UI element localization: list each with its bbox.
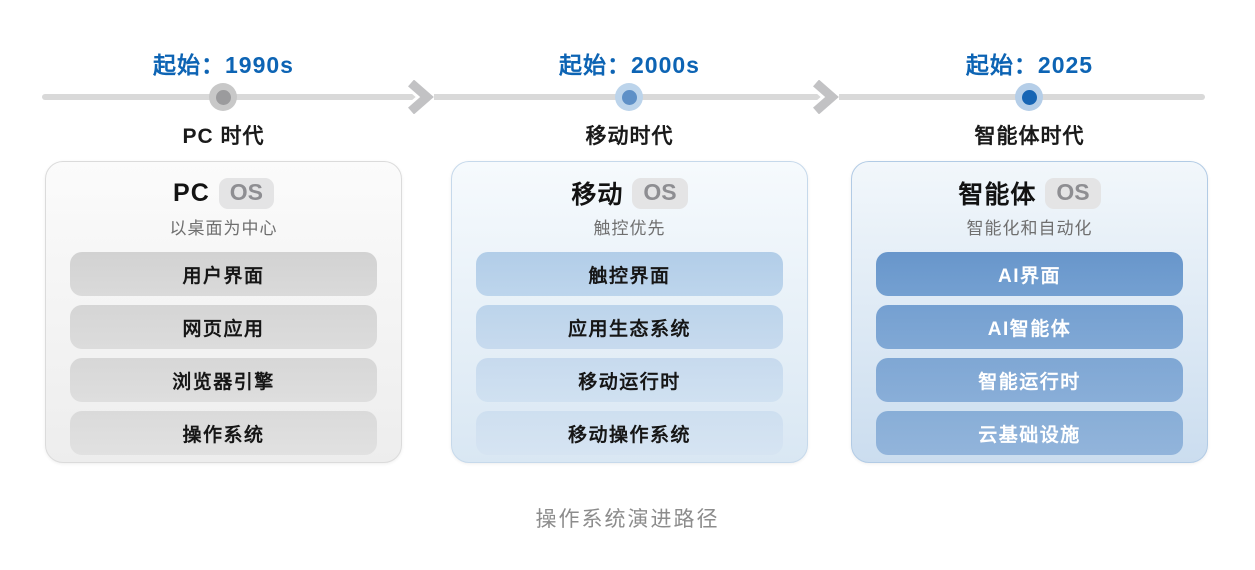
era-label-agent: 智能体时代 [974,125,1085,148]
card-title: 移动 [571,181,624,209]
timeline-dot-inner [215,89,231,105]
layer-row: AI智能体 [876,305,1183,349]
card-title-row: 智能体 OS [852,175,1207,211]
layer-row: 浏览器引擎 [70,358,377,402]
layer-row: AI界面 [876,252,1183,296]
card-subtitle: 智能化和自动化 [966,219,1093,238]
card-title: 智能体 [958,181,1037,209]
card-title-row: 移动 OS [452,175,807,211]
timeline-arrow-icon [404,77,439,117]
start-year-label-pc: 起始：1990s [153,52,294,78]
layer-row: 应用生态系统 [476,305,783,349]
timeline-dot-pc-era [209,83,237,111]
card-rows: 触控界面 应用生态系统 移动运行时 移动操作系统 [476,252,783,455]
card-title-row: PC OS [46,175,401,211]
layer-row: 智能运行时 [876,358,1183,402]
os-badge: OS [1045,177,1101,209]
card-agent-os: 智能体 OS 智能化和自动化 AI界面 AI智能体 智能运行时 云基础设施 [851,161,1208,463]
os-badge: OS [218,177,274,209]
layer-row: 云基础设施 [876,411,1183,455]
layer-row: 网页应用 [70,305,377,349]
layer-row: 操作系统 [70,411,377,455]
timeline-arrow-icon [809,77,844,117]
card-rows: 用户界面 网页应用 浏览器引擎 操作系统 [70,252,377,455]
card-title: PC [173,178,210,207]
card-subtitle: 以桌面为中心 [169,219,278,238]
start-year-label-agent: 起始：2025 [965,52,1094,78]
timeline-dot-inner [621,89,637,105]
era-label-mobile: 移动时代 [585,125,674,148]
layer-row: 用户界面 [70,252,377,296]
card-mobile-os: 移动 OS 触控优先 触控界面 应用生态系统 移动运行时 移动操作系统 [451,161,808,463]
os-badge: OS [632,177,688,209]
layer-row: 触控界面 [476,252,783,296]
timeline-dot-mobile-era [615,83,643,111]
layer-row: 移动运行时 [476,358,783,402]
card-pc-os: PC OS 以桌面为中心 用户界面 网页应用 浏览器引擎 操作系统 [45,161,402,463]
timeline-dot-inner [1021,89,1037,105]
diagram-caption: 操作系统演进路径 [535,508,720,531]
timeline-dot-agent-era [1015,83,1043,111]
start-year-label-mobile: 起始：2000s [559,52,700,78]
card-subtitle: 触控优先 [593,219,666,238]
card-rows: AI界面 AI智能体 智能运行时 云基础设施 [876,252,1183,455]
era-label-pc: PC 时代 [182,125,265,148]
layer-row: 移动操作系统 [476,411,783,455]
